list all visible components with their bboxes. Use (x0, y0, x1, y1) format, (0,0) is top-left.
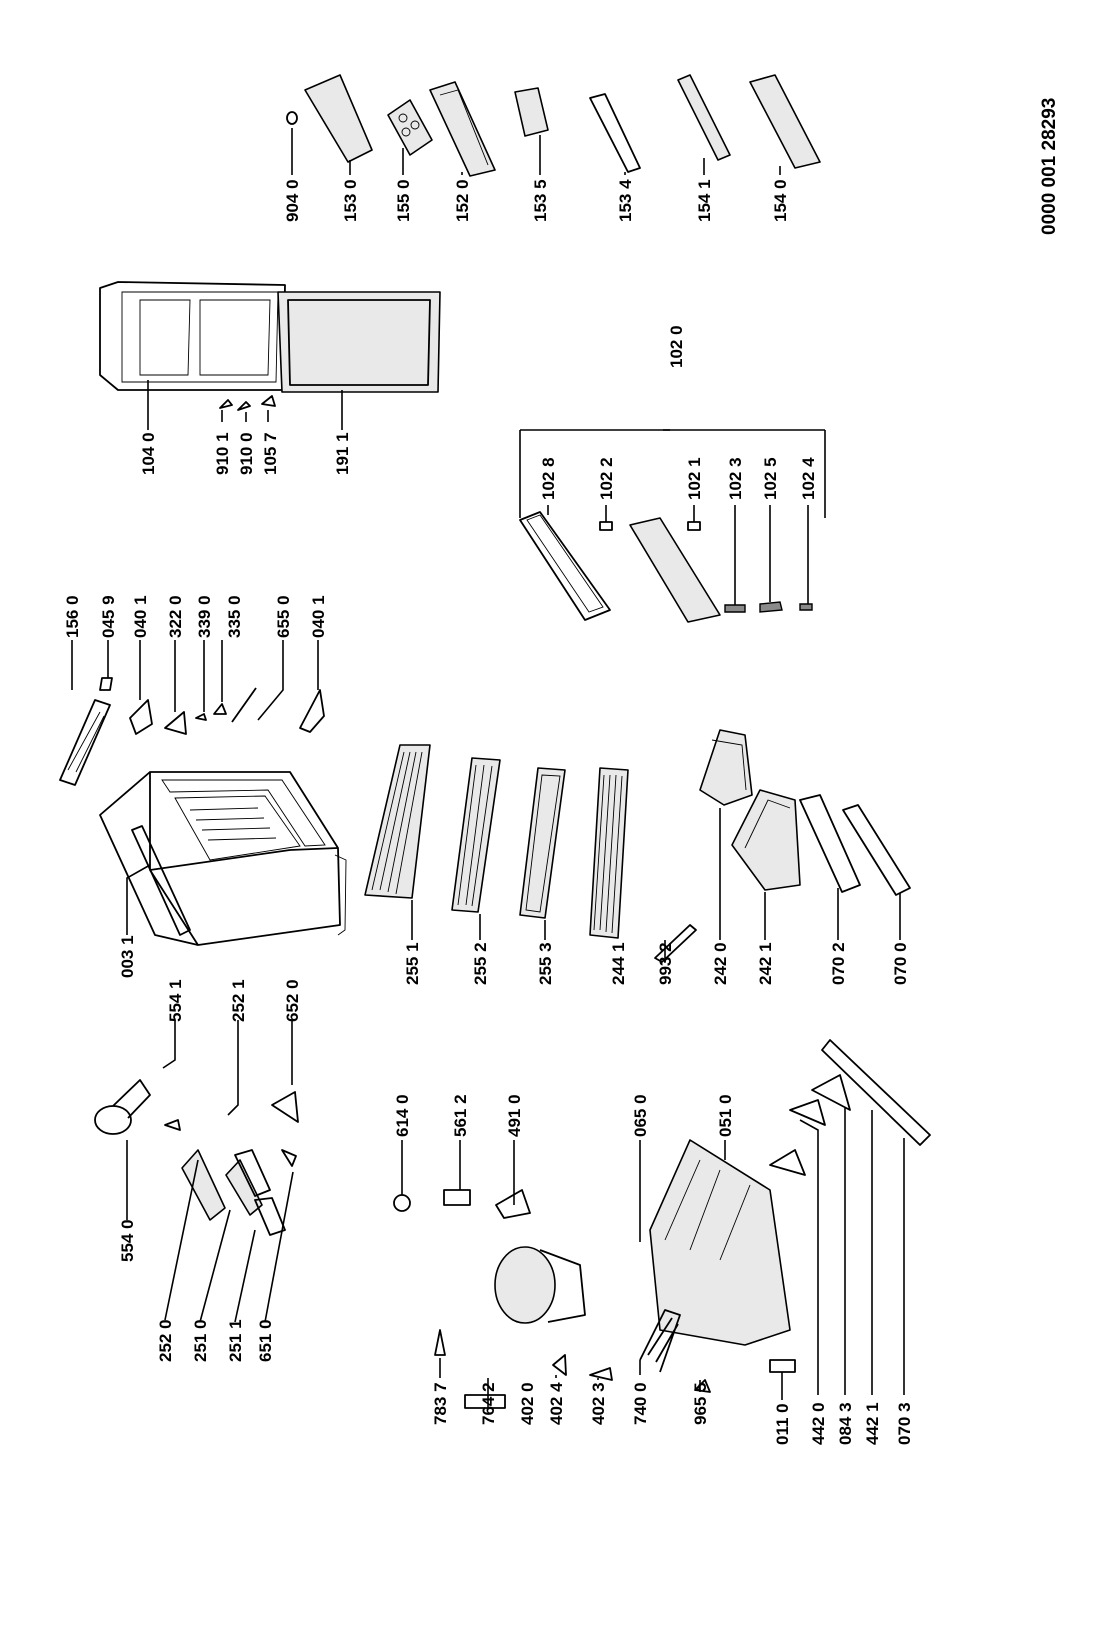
label-339-0: 339 0 (195, 595, 214, 638)
label-040-1b: 040 1 (309, 595, 328, 638)
label-156-0: 156 0 (63, 595, 82, 638)
label-155-0: 155 0 (394, 179, 413, 222)
part-condenser (639, 1309, 681, 1373)
part-crispers (699, 729, 801, 891)
label-153-5: 153 5 (531, 179, 550, 222)
label-244-1: 244 1 (609, 942, 628, 985)
label-045-9: 045 9 (99, 595, 118, 638)
label-252-0: 252 0 (156, 1319, 175, 1362)
label-652-0: 652 0 (283, 979, 302, 1022)
label-491-0: 491 0 (505, 1094, 524, 1137)
label-402-0: 402 0 (518, 1382, 537, 1425)
label-242-0: 242 0 (711, 942, 730, 985)
label-104-0: 104 0 (139, 432, 158, 475)
leader-lines (71, 128, 905, 1408)
label-561-2: 561 2 (451, 1094, 470, 1137)
part-left-components (94, 1079, 531, 1236)
label-152-0: 152 0 (453, 179, 472, 222)
label-965-5: 965 5 (691, 1382, 710, 1425)
label-154-0: 154 0 (771, 179, 790, 222)
label-402-3: 402 3 (589, 1382, 608, 1425)
part-kit-102 (519, 511, 813, 623)
label-783-7: 783 7 (431, 1382, 450, 1425)
label-003-1: 003 1 (118, 935, 137, 978)
label-255-2: 255 2 (471, 942, 490, 985)
label-102-8: 102 8 (539, 457, 558, 500)
part-small-fittings (59, 395, 325, 786)
label-255-3: 255 3 (536, 942, 555, 985)
label-614-0: 614 0 (393, 1094, 412, 1137)
label-065-0: 065 0 (631, 1094, 650, 1137)
label-102-4: 102 4 (799, 457, 818, 500)
label-070-3: 070 3 (895, 1402, 914, 1445)
label-102-5: 102 5 (761, 457, 780, 500)
label-904-0: 904 0 (283, 179, 302, 222)
label-191-1: 191 1 (333, 432, 352, 475)
label-040-1a: 040 1 (131, 595, 150, 638)
part-hardware (434, 1039, 931, 1409)
label-102-0: 102 0 (667, 325, 686, 368)
document-number: 0000 001 28293 (1039, 98, 1060, 235)
part-labels: 554 0 554 1 252 0 251 0 251 1 651 0 252 … (63, 98, 1060, 1445)
label-651-0: 651 0 (256, 1319, 275, 1362)
label-251-1: 251 1 (226, 1319, 245, 1362)
label-102-2: 102 2 (597, 457, 616, 500)
label-910-1: 910 1 (213, 432, 232, 475)
label-993-2: 993 2 (656, 942, 675, 985)
label-251-0: 251 0 (191, 1319, 210, 1362)
part-door-bins (286, 74, 821, 177)
label-242-1: 242 1 (756, 942, 775, 985)
label-255-1: 255 1 (403, 942, 422, 985)
part-shelves (364, 744, 629, 939)
label-442-1: 442 1 (863, 1402, 882, 1445)
label-402-4: 402 4 (547, 1382, 566, 1425)
label-153-0: 153 0 (341, 179, 360, 222)
label-154-1: 154 1 (695, 179, 714, 222)
part-freezer-door (99, 281, 441, 393)
label-655-0: 655 0 (274, 595, 293, 638)
label-070-2: 070 2 (829, 942, 848, 985)
label-740-0: 740 0 (631, 1382, 650, 1425)
label-252-1: 252 1 (229, 979, 248, 1022)
label-910-0: 910 0 (237, 432, 256, 475)
label-084-3: 084 3 (836, 1402, 855, 1445)
label-102-3: 102 3 (726, 457, 745, 500)
label-322-0: 322 0 (166, 595, 185, 638)
label-102-1: 102 1 (685, 457, 704, 500)
part-cabinet (99, 771, 347, 946)
part-plinth-upper (799, 794, 861, 893)
part-plinth-lower (842, 804, 911, 896)
label-764-2: 764 2 (479, 1382, 498, 1425)
label-070-0: 070 0 (891, 942, 910, 985)
label-335-0: 335 0 (225, 595, 244, 638)
label-051-0: 051 0 (716, 1094, 735, 1137)
label-442-0: 442 0 (809, 1402, 828, 1445)
label-554-1: 554 1 (166, 979, 185, 1022)
label-011-0: 011 0 (773, 1403, 792, 1445)
part-compressor (494, 1246, 586, 1324)
label-153-4: 153 4 (616, 179, 635, 222)
part-thermostat-knob (654, 924, 697, 963)
label-105-7: 105 7 (261, 432, 280, 475)
part-base-frame (649, 1139, 791, 1346)
label-554-0: 554 0 (118, 1219, 137, 1262)
